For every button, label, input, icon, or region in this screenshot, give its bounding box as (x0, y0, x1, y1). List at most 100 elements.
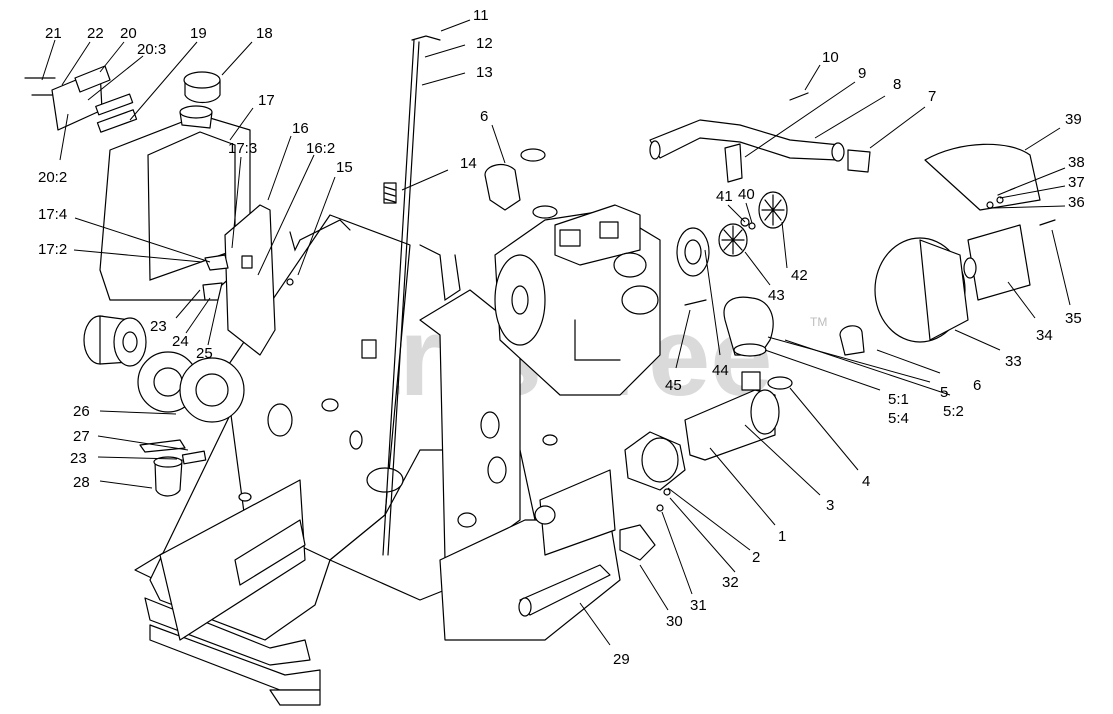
lift-rod (382, 39, 415, 556)
callout-27: 27 (73, 428, 90, 445)
leader-13 (421, 72, 466, 86)
leader-5 (767, 336, 931, 383)
skid-foot (269, 689, 321, 706)
frame-hole (457, 512, 477, 528)
leader-5-2 (784, 339, 951, 396)
leader-4 (789, 387, 859, 471)
leader-34 (1007, 281, 1036, 319)
callout-42: 42 (791, 267, 808, 284)
leader-20-3 (87, 55, 144, 101)
engine-detail (574, 319, 621, 361)
main-frame-drawing (134, 214, 621, 706)
air-cleaner-assembly (518, 296, 865, 617)
callout-32: 32 (722, 574, 739, 591)
callout-25: 25 (196, 345, 213, 362)
intake-pipe (649, 119, 841, 161)
callout-16-2: 16:2 (306, 140, 335, 157)
fuel-fitting (204, 254, 229, 271)
callout-6-upper: 6 (480, 108, 488, 125)
callout-36: 36 (1068, 194, 1085, 211)
sprocket-assembly (83, 315, 245, 497)
cup-rim (153, 456, 183, 468)
hose-6b (839, 325, 865, 356)
pump-assembly (874, 143, 1056, 343)
leader-20-2 (59, 113, 69, 161)
frame-hole (321, 398, 339, 412)
callout-37: 37 (1068, 174, 1085, 191)
callout-35: 35 (1065, 310, 1082, 327)
leader-27 (97, 435, 189, 451)
leader-37 (999, 185, 1066, 199)
lift-rod-assembly (361, 35, 441, 556)
frame-hole (349, 430, 363, 450)
strap-30 (619, 524, 656, 561)
callout-4: 4 (862, 473, 870, 490)
screw (286, 278, 294, 286)
callout-31: 31 (690, 597, 707, 614)
callout-23-lower: 23 (70, 450, 87, 467)
callout-21: 21 (45, 25, 62, 42)
fuel-cap-top (183, 71, 221, 89)
tank-side-bracket (224, 204, 276, 356)
callout-17-2: 17:2 (38, 241, 67, 258)
frame-hole (267, 403, 293, 437)
leader-9 (744, 81, 856, 158)
leader-3 (744, 424, 821, 496)
leader-30 (639, 564, 669, 611)
callout-40: 40 (738, 186, 755, 203)
leader-43 (744, 251, 771, 286)
callout-16: 16 (292, 120, 309, 137)
intake-pipe-end (649, 140, 661, 160)
leader-41 (727, 204, 746, 223)
leader-39 (1024, 127, 1061, 151)
clamp-4 (767, 376, 793, 390)
callout-2: 2 (752, 549, 760, 566)
engine-flange-bore (684, 239, 702, 265)
fan-blades-43 (721, 225, 745, 255)
rod-handle (411, 35, 441, 41)
leader-19 (129, 41, 198, 121)
lift-rod-edge (387, 41, 420, 556)
callout-8: 8 (893, 76, 901, 93)
frame-hole (542, 434, 558, 446)
leader-31 (661, 511, 693, 595)
callout-23-upper: 23 (150, 318, 167, 335)
leader-2 (667, 487, 751, 551)
leader-8 (814, 95, 886, 139)
sprocket-center (153, 367, 183, 397)
screw-32 (663, 488, 671, 496)
leader-45 (675, 309, 691, 369)
callout-3: 3 (826, 497, 834, 514)
spacer (181, 450, 207, 465)
callout-41: 41 (716, 188, 733, 205)
air-hose-elbow (484, 163, 521, 211)
leader-7 (869, 106, 926, 149)
leader-38 (1009, 167, 1066, 191)
callout-20: 20 (120, 25, 137, 42)
leader-12 (424, 44, 466, 58)
callout-38: 38 (1068, 154, 1085, 171)
leader-42 (781, 221, 788, 269)
fuel-tank-neck-rim (179, 105, 213, 119)
fuel-tank-recess (147, 131, 236, 281)
adapter-housing (919, 239, 969, 341)
callout-33: 33 (1005, 353, 1022, 370)
watermark-trademark: TM (810, 315, 827, 329)
callout-26: 26 (73, 403, 90, 420)
callout-1: 1 (778, 528, 786, 545)
callout-17-4: 17:4 (38, 206, 67, 223)
precleaner-bowl (723, 296, 774, 356)
callout-34: 34 (1036, 327, 1053, 344)
engine-assembly (484, 148, 788, 396)
callout-45: 45 (665, 377, 682, 394)
leader-lines (41, 19, 1071, 646)
leader-33 (954, 329, 1001, 351)
leader-10 (804, 64, 821, 91)
engine-fan-hub (511, 285, 529, 315)
air-cleaner-cap (750, 389, 780, 435)
leader-23a (175, 289, 201, 319)
leader-16-2 (257, 154, 315, 276)
flange-bolt (684, 299, 707, 306)
screw-31 (656, 504, 664, 512)
callout-5: 5 (940, 384, 948, 401)
